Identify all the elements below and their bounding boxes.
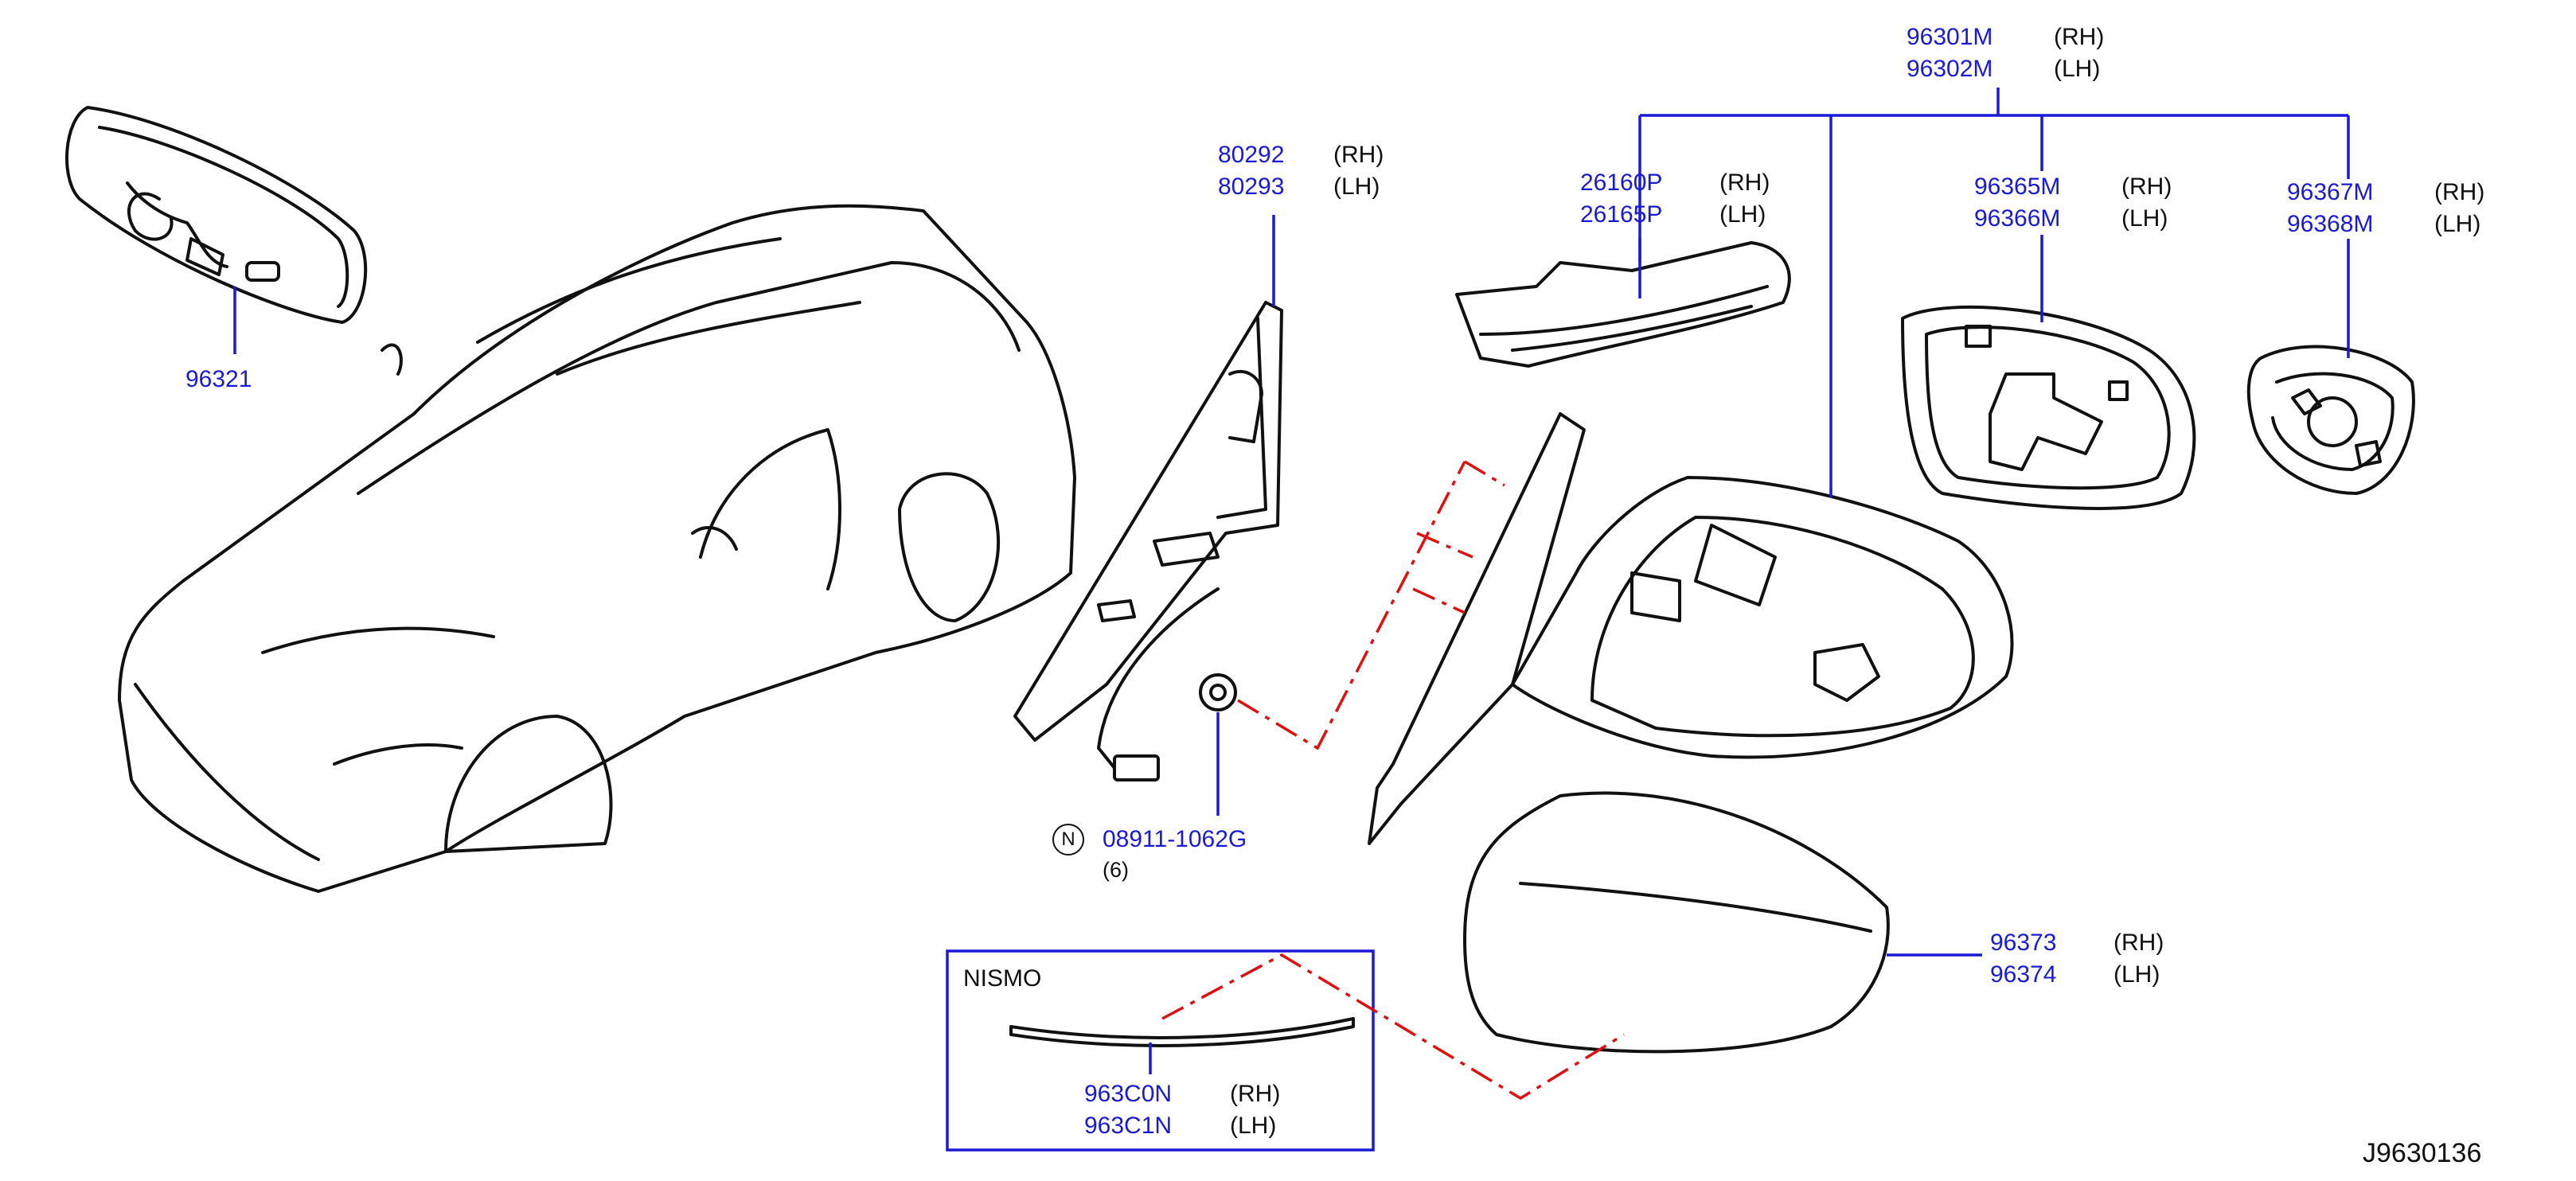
turn-lamp-drawing [1455,241,1791,368]
inner-mirror-number[interactable]: 96321 [185,366,252,392]
actuator-rh-number[interactable]: 96367M [2287,179,2374,205]
cover-rh-side: (RH) [2113,930,2164,956]
turn-lamp-lh-number[interactable]: 26165P [1580,201,1663,228]
nismo-strip-drawing [1009,1017,1355,1047]
inner-mirror-drawing [65,106,368,324]
glass-lh-number[interactable]: 96366M [1974,205,2061,232]
glass-rh-number[interactable]: 96365M [1974,173,2061,200]
mirror-housing-drawing [1368,412,2014,845]
actuator-rh-side: (RH) [2434,179,2485,205]
cover-lh-number[interactable]: 96374 [1990,961,2057,988]
finisher-lh-side: (LH) [1333,173,1380,200]
mirror-glass-drawing [1901,305,2196,510]
turn-lamp-rh-side: (RH) [1719,170,1770,196]
mirror-assy-lh-side: (LH) [2054,56,2101,82]
nismo-title: NISMO [963,965,1042,992]
nismo-rh-side: (RH) [1230,1081,1281,1107]
phantom-lines [1161,460,1625,1101]
finisher-lh-number[interactable]: 80293 [1218,173,1285,200]
mirror-assy-lh-number[interactable]: 96302M [1907,56,1993,82]
glass-lh-side: (LH) [2121,205,2168,232]
nut-quantity: (6) [1103,858,1129,882]
actuator-drawing [2246,345,2415,495]
cover-lh-side: (LH) [2113,961,2160,988]
finisher-drawing [1013,301,1283,781]
finisher-rh-side: (RH) [1333,142,1384,168]
turn-lamp-lh-side: (LH) [1719,201,1766,228]
car-drawing [118,204,1076,893]
mirror-assy-rh-number[interactable]: 96301M [1907,24,1993,50]
nut-symbol-badge: N [1052,824,1084,856]
mirror-cover-drawing [1463,791,1890,1054]
diagram-code: J9630136 [2363,1138,2482,1168]
nismo-lh-side: (LH) [1230,1113,1277,1139]
cover-rh-number[interactable]: 96373 [1990,930,2057,956]
nismo-rh-number[interactable]: 963C0N [1084,1081,1173,1107]
nismo-lh-number[interactable]: 963C1N [1084,1113,1173,1139]
actuator-lh-number[interactable]: 96368M [2287,211,2374,237]
leader-lines [233,88,2350,1152]
nut-drawing [1199,673,1237,711]
actuator-lh-side: (LH) [2434,211,2481,237]
turn-lamp-rh-number[interactable]: 26160P [1580,170,1663,196]
mirror-assy-rh-side: (RH) [2054,24,2105,50]
finisher-rh-number[interactable]: 80292 [1218,142,1285,168]
glass-rh-side: (RH) [2121,173,2172,200]
nut-number[interactable]: 08911-1062G [1103,826,1247,852]
